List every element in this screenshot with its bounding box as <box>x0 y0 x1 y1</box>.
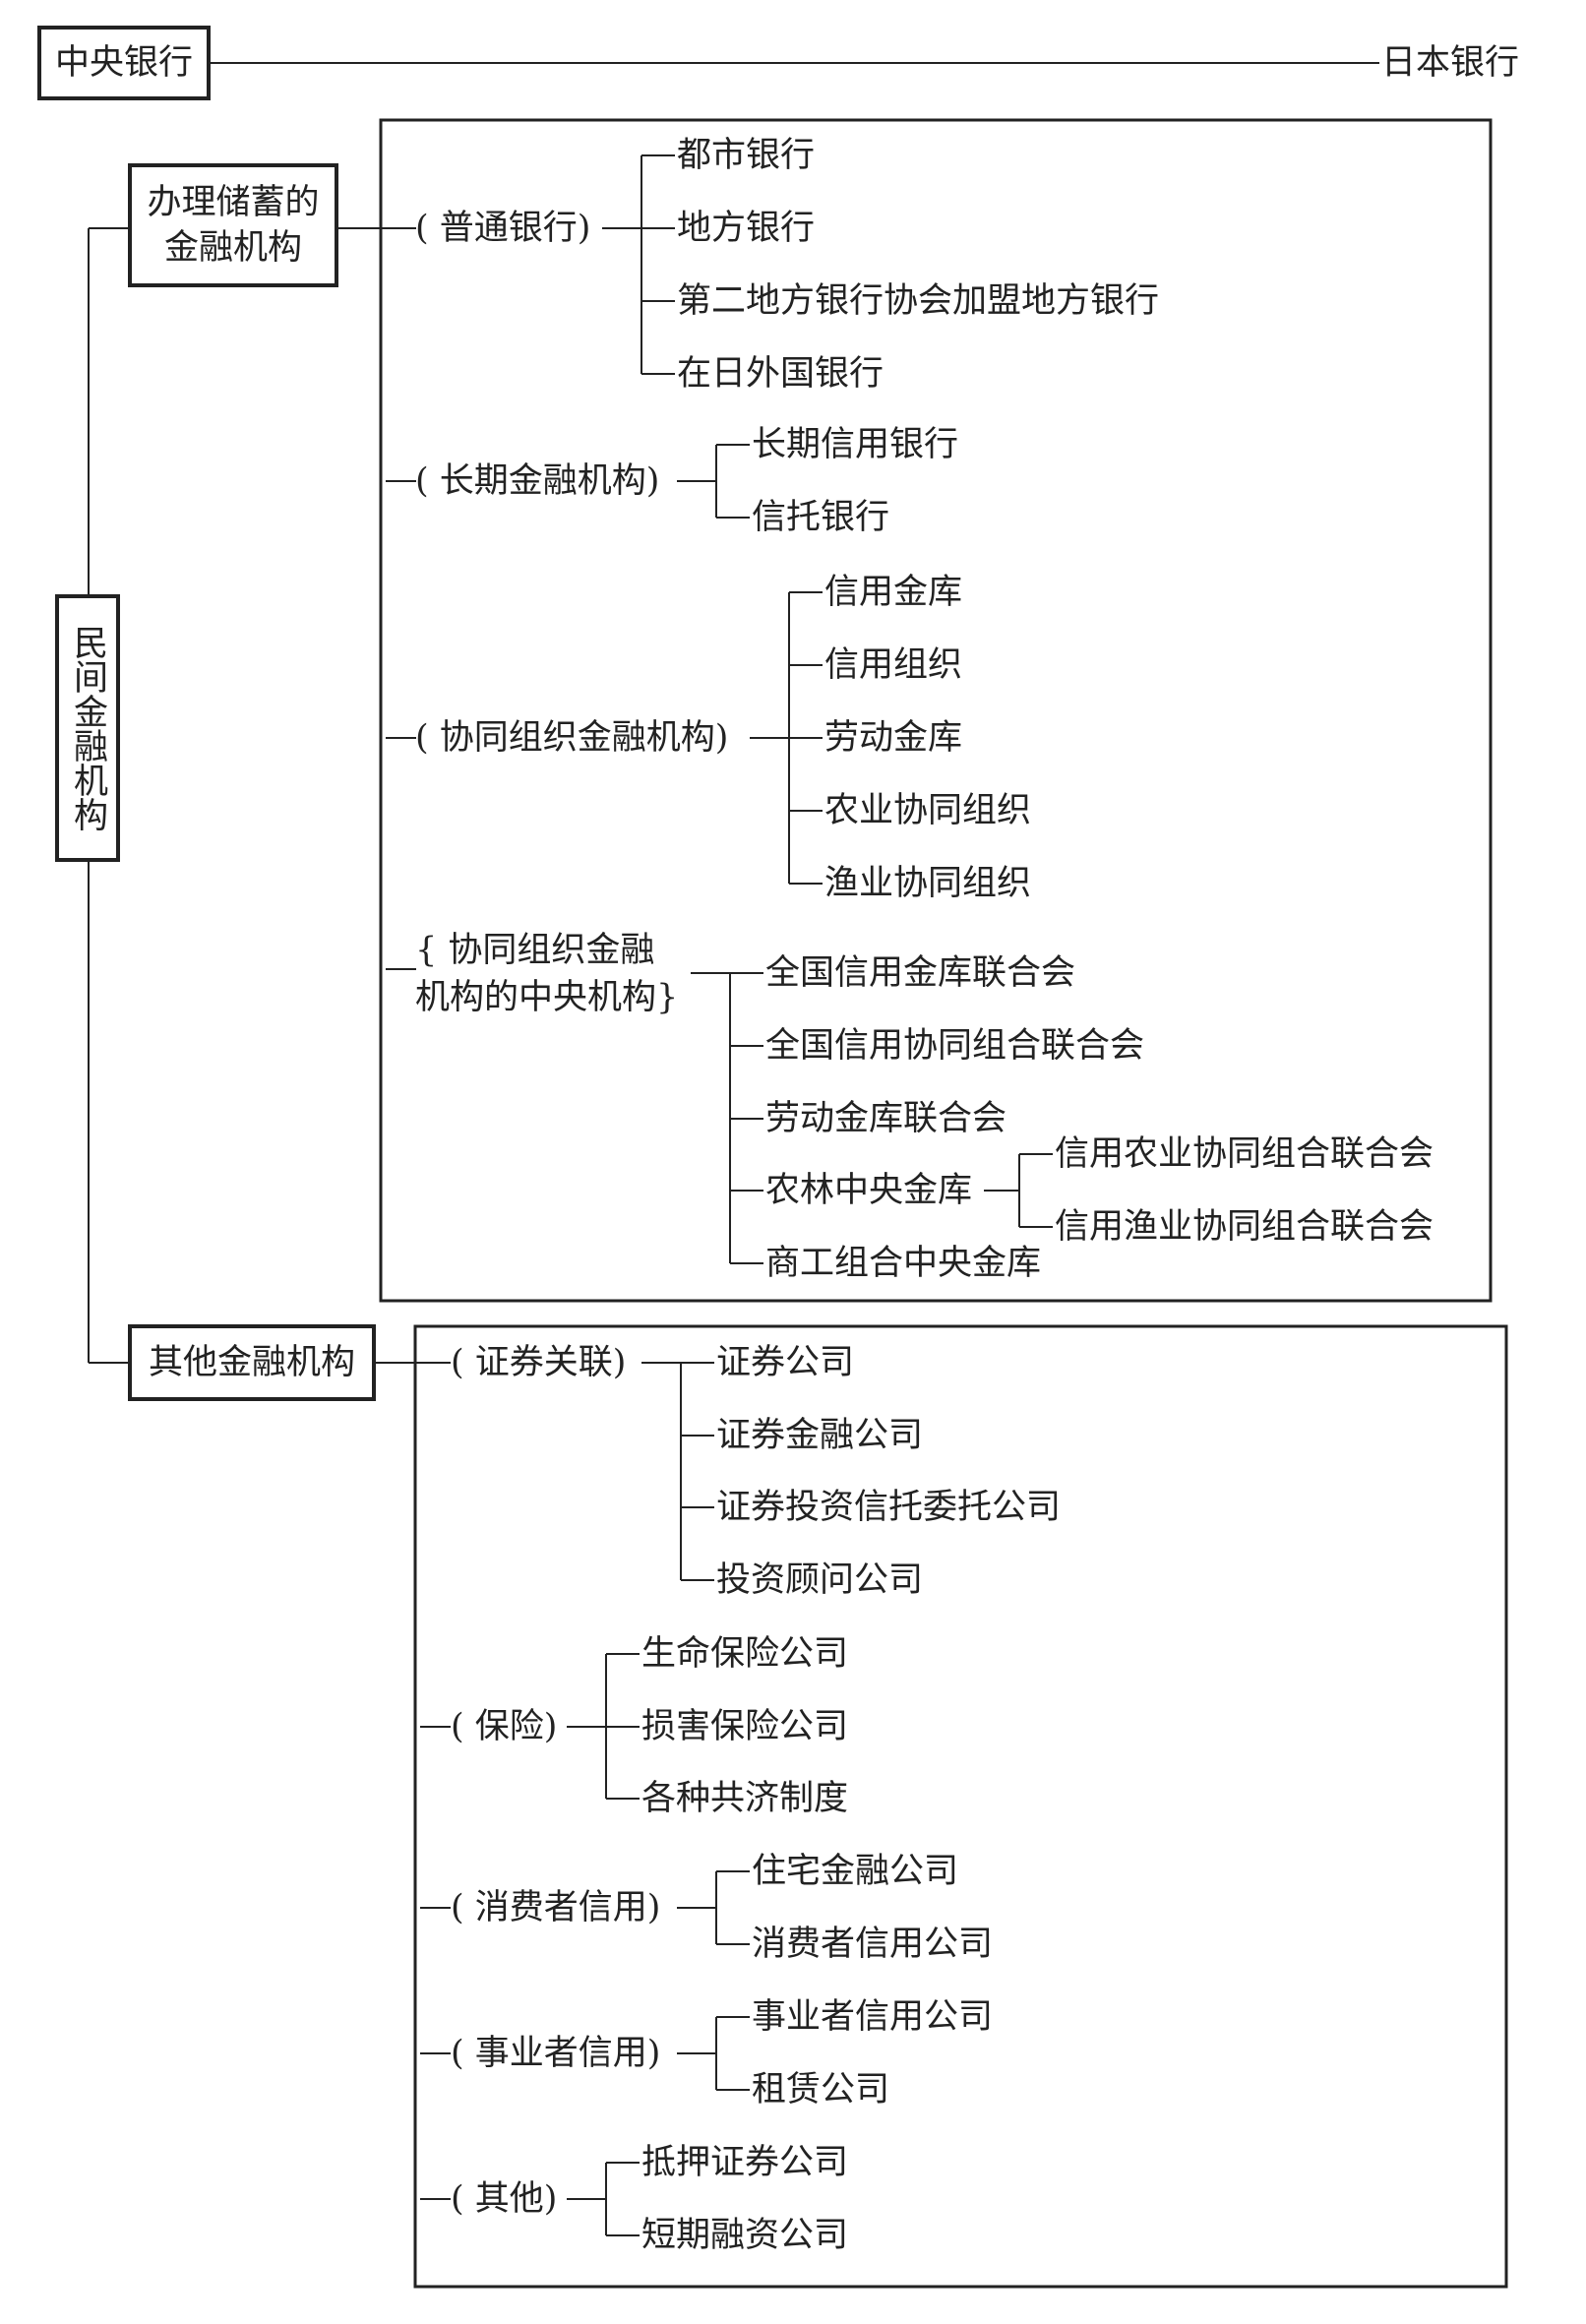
group-label-others: ( 其他) <box>451 2179 558 2219</box>
deposit-institutions-label-line2: 金融机构 <box>163 228 302 268</box>
central-bank-label: 中央银行 <box>54 43 193 83</box>
group-label-business-credit: ( 事业者信用) <box>451 2034 661 2073</box>
list-item: 生命保险公司 <box>641 1634 849 1674</box>
group-label-cooperative: ( 协同组织金融机构) <box>415 718 729 758</box>
list-item: 都市银行 <box>677 136 816 175</box>
list-item: 证券公司 <box>716 1343 855 1382</box>
list-item: 劳动金库联合会 <box>765 1099 1007 1138</box>
central-bank-box: 中央银行 <box>37 26 211 100</box>
other-institutions-box: 其他金融机构 <box>128 1324 376 1401</box>
list-item: 全国信用金库联合会 <box>765 953 1076 993</box>
sub-list-item: 信用农业协同组合联合会 <box>1055 1134 1434 1174</box>
group-label-central-bodies-line2: 机构的中央机构} <box>415 978 679 1017</box>
list-item: 信用金库 <box>824 573 963 612</box>
list-item: 租赁公司 <box>752 2070 890 2110</box>
private-sector-label: 民间金融机构 <box>68 625 107 831</box>
list-item: 住宅金融公司 <box>752 1852 959 1891</box>
central-bank-name: 日本银行 <box>1381 43 1520 83</box>
group-label-consumer-credit: ( 消费者信用) <box>451 1888 661 1927</box>
group-label-central-bodies-line1: { 协同组织金融 <box>415 931 655 970</box>
list-item: 损害保险公司 <box>641 1707 849 1746</box>
list-item: 全国信用协同组合联合会 <box>765 1026 1145 1066</box>
list-item: 农林中央金库 <box>765 1171 973 1210</box>
list-item: 抵押证券公司 <box>641 2143 849 2182</box>
list-item: 商工组合中央金库 <box>765 1244 1042 1283</box>
list-item: 劳动金库 <box>824 718 963 758</box>
group-label-securities: ( 证券关联) <box>451 1343 627 1382</box>
group-label-ordinary-banks: ( 普通银行) <box>415 209 591 248</box>
list-item: 投资顾问公司 <box>716 1560 924 1600</box>
list-item: 证券金融公司 <box>716 1416 924 1455</box>
list-item: 农业协同组织 <box>824 791 1032 830</box>
private-sector-box: 民间金融机构 <box>55 594 120 862</box>
list-item: 事业者信用公司 <box>752 1997 994 2037</box>
list-item: 第二地方银行协会加盟地方银行 <box>677 281 1160 321</box>
list-item: 地方银行 <box>677 209 816 248</box>
group-label-long-term: ( 长期金融机构) <box>415 461 660 501</box>
group-label-insurance: ( 保险) <box>451 1707 558 1746</box>
list-item: 各种共济制度 <box>641 1779 849 1818</box>
list-item: 消费者信用公司 <box>752 1925 994 1964</box>
other-institutions-label: 其他金融机构 <box>148 1343 355 1382</box>
list-item: 在日外国银行 <box>677 354 884 394</box>
list-item: 信托银行 <box>752 498 890 537</box>
deposit-institutions-label-line1: 办理储蓄的 <box>147 183 320 222</box>
list-item: 长期信用银行 <box>752 425 959 464</box>
deposit-institutions-box: 办理储蓄的 金融机构 <box>128 163 338 287</box>
list-item: 证券投资信托委托公司 <box>716 1488 1062 1527</box>
list-item: 信用组织 <box>824 645 963 685</box>
list-item: 渔业协同组织 <box>824 864 1032 903</box>
list-item: 短期融资公司 <box>641 2216 849 2255</box>
sub-list-item: 信用渔业协同组合联合会 <box>1055 1207 1434 1247</box>
